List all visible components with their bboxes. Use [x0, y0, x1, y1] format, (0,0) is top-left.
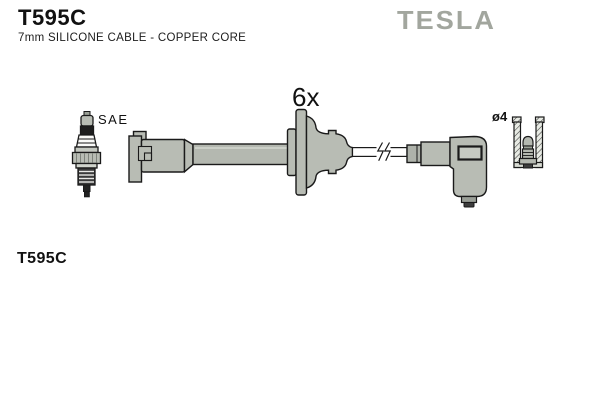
terminal-diameter-label: ø4 [492, 109, 508, 124]
cylindrical-boot [128, 130, 194, 183]
quantity-label: 6x [292, 82, 320, 112]
part-number: T595C [18, 5, 87, 30]
terminal-cross-section [511, 116, 545, 169]
part-number-bottom: T595C [17, 250, 68, 267]
spark-plug-illustration [71, 111, 102, 198]
tesla-logo: TESLA [397, 5, 497, 35]
product-subtitle: 7mm SILICONE CABLE - COPPER CORE [18, 32, 247, 44]
cable-shaft [192, 143, 290, 166]
center-bell-boot [286, 108, 354, 196]
sae-label: SAE [98, 112, 129, 127]
angled-boot [406, 135, 488, 208]
cable-break [351, 142, 408, 162]
